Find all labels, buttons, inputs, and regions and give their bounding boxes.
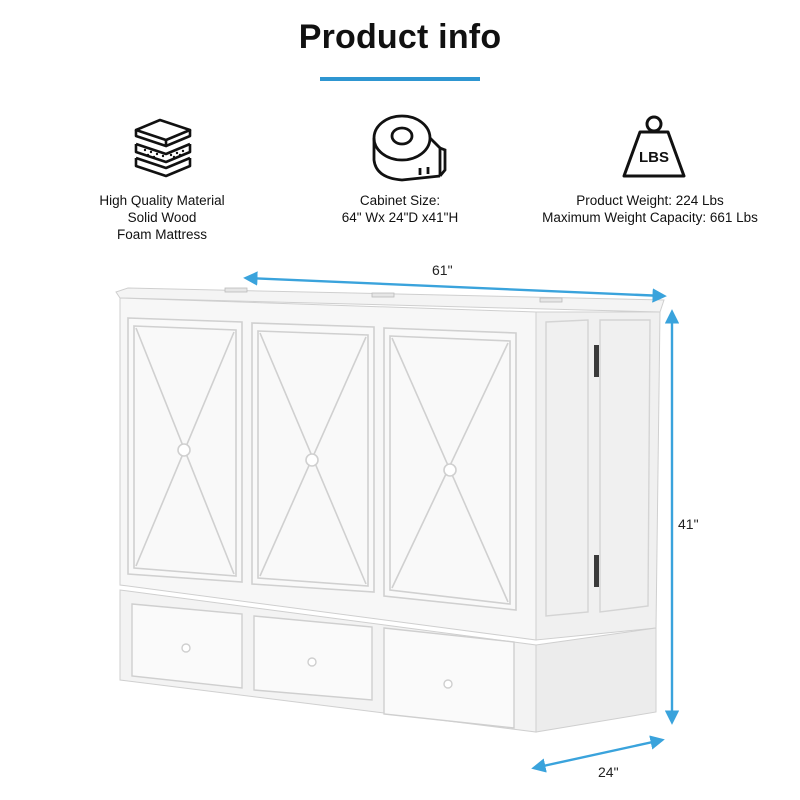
feature-material-line-3: Foam Mattress	[116, 227, 208, 242]
feature-weight-line-1: Product Weight: 224 Lbs	[576, 193, 724, 208]
depth-dimension-line	[531, 735, 665, 773]
page-title: Product info	[298, 18, 502, 56]
height-label: 41"	[678, 516, 699, 532]
width-dimension-line	[243, 271, 667, 303]
depth-label: 24"	[598, 764, 619, 780]
title-underline	[320, 77, 480, 81]
drawer-center	[253, 615, 373, 701]
feature-material: High Quality Material Solid Wood Foam Ma…	[92, 192, 232, 243]
feature-size: Cabinet Size: 64" Wx 24"D x41"H	[322, 192, 478, 226]
feature-weight: Product Weight: 224 Lbs Maximum Weight C…	[530, 192, 770, 226]
feature-weight-line-2: Maximum Weight Capacity: 661 Lbs	[542, 210, 758, 225]
feature-size-line-1: Cabinet Size:	[359, 193, 441, 208]
cabinet-door-left	[127, 317, 243, 583]
feature-material-line-1: High Quality Material	[99, 193, 225, 208]
feature-size-line-2: 64" Wx 24"D x41"H	[341, 210, 459, 225]
cabinet-door-center	[251, 322, 375, 593]
drawer-right	[383, 627, 515, 729]
cabinet-door-right	[383, 327, 517, 611]
feature-material-line-2: Solid Wood	[127, 210, 197, 225]
drawer-left	[131, 603, 243, 689]
width-label: 61"	[432, 262, 453, 278]
